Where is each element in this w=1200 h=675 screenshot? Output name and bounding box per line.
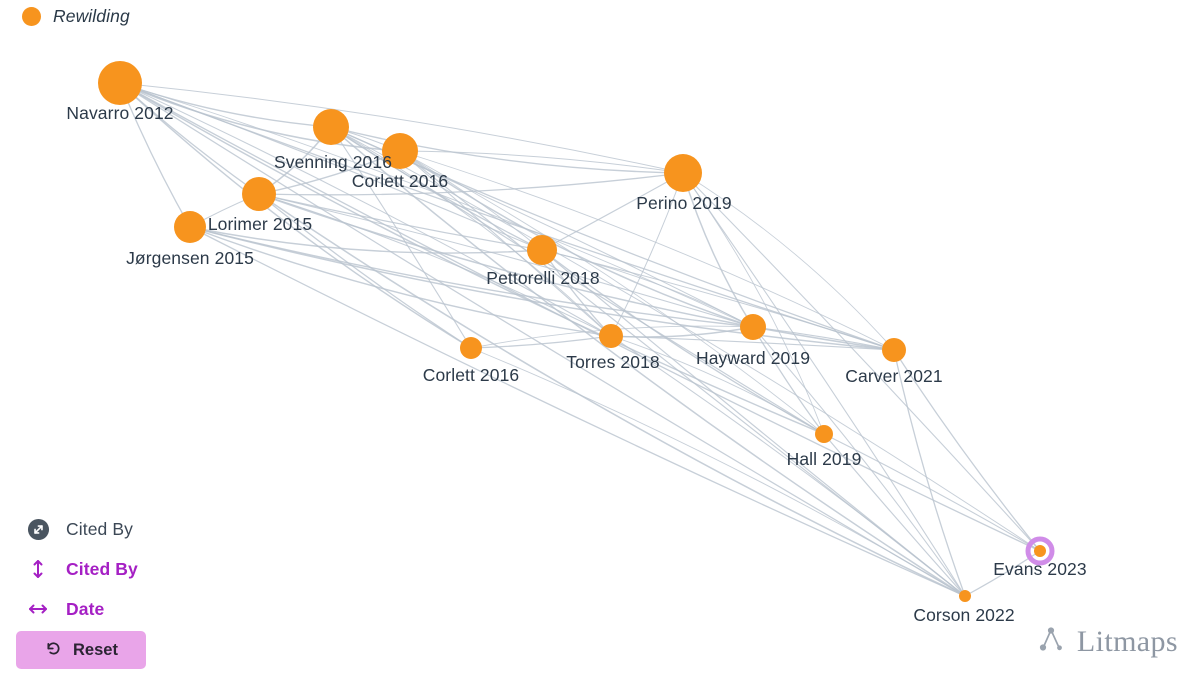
nodes-layer[interactable]: [98, 61, 1055, 602]
legend: Rewilding: [22, 6, 130, 27]
graph-node-hayward2019[interactable]: [740, 314, 766, 340]
graph-edge: [258, 193, 543, 251]
y-axis-control[interactable]: Cited By: [16, 549, 216, 589]
graph-edge: [541, 249, 895, 351]
graph-edge: [682, 172, 966, 597]
graph-node-jorgensen2015[interactable]: [174, 211, 206, 243]
graph-edge: [752, 326, 895, 351]
graph-node-lorimer2015[interactable]: [242, 177, 276, 211]
graph-edge: [399, 150, 754, 328]
graph-edge: [610, 172, 684, 337]
reset-button[interactable]: Reset: [16, 631, 146, 669]
x-axis-control[interactable]: Date: [16, 589, 216, 629]
graph-edge: [258, 193, 895, 351]
graph-edge: [258, 193, 612, 337]
graph-edge: [258, 193, 754, 328]
graph-edge: [610, 335, 966, 597]
graph-node-torres2018[interactable]: [599, 324, 623, 348]
graph-edge: [189, 226, 543, 254]
graph-edge: [964, 550, 1041, 597]
graph-controls[interactable]: Cited By Cited By Date: [16, 509, 216, 669]
graph-edge: [823, 433, 966, 597]
graph-node-perino2019[interactable]: [664, 154, 702, 192]
graph-edge: [330, 126, 1041, 552]
graph-edge: [541, 249, 966, 597]
graph-edge: [119, 82, 966, 597]
node-highlight-ring: [1025, 536, 1055, 566]
graph-node-svenning2016[interactable]: [313, 109, 349, 145]
litmaps-watermark: Litmaps: [1037, 625, 1178, 659]
graph-edge: [893, 349, 966, 597]
graph-node-evans2023[interactable]: [1034, 545, 1046, 557]
y-axis-control-label: Cited By: [66, 558, 138, 579]
graph-node-hall2019[interactable]: [815, 425, 833, 443]
graph-edge: [893, 349, 1041, 552]
legend-label: Rewilding: [53, 6, 130, 26]
node-label-hayward2019: Hayward 2019: [695, 348, 811, 368]
graph-edge: [470, 347, 966, 597]
graph-edge: [823, 433, 1041, 552]
node-label-corlett2016a: Corlett 2016: [351, 171, 449, 191]
graph-node-corlett2016b[interactable]: [460, 337, 482, 359]
horizontal-arrows-icon: [24, 599, 52, 619]
graph-edge: [399, 150, 825, 435]
node-label-svenning2016: Svenning 2016: [273, 152, 393, 172]
graph-edge: [610, 335, 895, 351]
litmaps-node-icon: [1037, 626, 1067, 658]
graph-edge: [752, 326, 966, 597]
graph-edge: [682, 172, 754, 328]
node-label-perino2019: Perino 2019: [636, 193, 732, 213]
graph-edge: [189, 226, 612, 337]
edges-layer: [119, 82, 1041, 597]
graph-edge: [399, 150, 684, 174]
node-label-pettorelli2018: Pettorelli 2018: [486, 268, 600, 288]
reset-button-label: Reset: [73, 640, 118, 659]
graph-node-pettorelli2018[interactable]: [527, 235, 557, 265]
node-label-carver2021: Carver 2021: [845, 366, 943, 386]
graph-edge: [399, 150, 895, 351]
graph-edge: [330, 126, 825, 435]
node-label-corlett2016b: Corlett 2016: [422, 365, 520, 385]
size-control-label: Cited By: [66, 518, 133, 539]
undo-icon: [44, 639, 63, 661]
graph-edge: [752, 326, 825, 435]
node-label-hall2019: Hall 2019: [786, 449, 862, 469]
node-label-lorimer2015: Lorimer 2015: [207, 214, 313, 234]
graph-edge: [258, 193, 966, 597]
node-label-corson2022: Corson 2022: [913, 605, 1015, 625]
graph-node-navarro2012[interactable]: [98, 61, 142, 105]
graph-edge: [330, 126, 966, 597]
graph-edge: [258, 172, 684, 196]
node-label-evans2023: Evans 2023: [993, 559, 1087, 579]
graph-edge: [119, 82, 1041, 552]
size-control[interactable]: Cited By: [16, 509, 216, 549]
graph-edge: [258, 193, 472, 349]
graph-edge: [470, 335, 612, 349]
resize-arrows-icon: [24, 518, 52, 541]
watermark-text: Litmaps: [1076, 625, 1178, 658]
graph-edge: [330, 126, 684, 174]
graph-edge: [189, 226, 895, 351]
graph-node-corson2022[interactable]: [959, 590, 971, 602]
graph-edge: [119, 82, 472, 349]
graph-edge: [189, 226, 966, 597]
graph-edge: [189, 226, 754, 328]
graph-edge: [119, 82, 684, 174]
graph-node-carver2021[interactable]: [882, 338, 906, 362]
x-axis-control-label: Date: [66, 598, 105, 619]
graph-edge: [119, 82, 260, 195]
graph-edge: [610, 335, 825, 435]
node-label-torres2018: Torres 2018: [566, 352, 660, 372]
vertical-arrows-icon: [24, 558, 52, 580]
graph-edge: [682, 172, 1041, 552]
graph-edge: [682, 172, 895, 351]
node-label-navarro2012: Navarro 2012: [66, 103, 174, 123]
graph-node-corlett2016a[interactable]: [382, 133, 418, 169]
node-label-jorgensen2015: Jørgensen 2015: [126, 248, 254, 268]
circle-icon: [22, 7, 41, 26]
